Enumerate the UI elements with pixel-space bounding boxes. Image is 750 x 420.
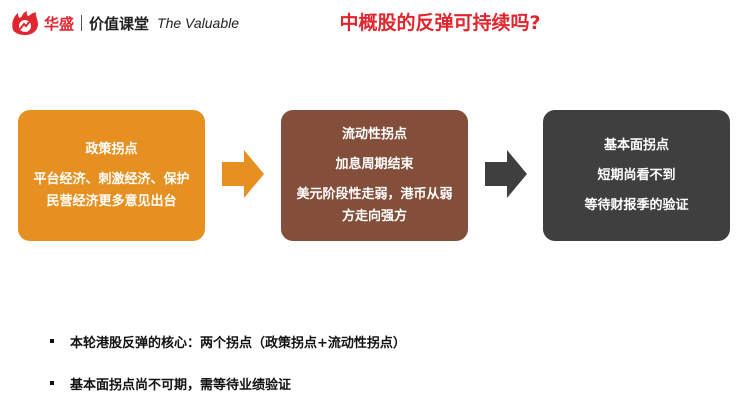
bullet-dot-icon: [50, 381, 54, 385]
bullet-item: 基本面拐点尚不可期，需等待业绩验证: [50, 373, 406, 393]
brand-name: 华盛: [44, 14, 75, 33]
page-title: 中概股的反弹可持续吗?: [339, 12, 541, 34]
brand-subname: 价值课堂: [89, 14, 150, 33]
fundamental-inflection-box: 基本面拐点 短期尚看不到 等待财报季的验证: [543, 110, 730, 241]
box-line: 等待财报季的验证: [584, 197, 689, 213]
arrow-right-icon: [485, 150, 527, 198]
bullet-text: 基本面拐点尚不可期，需等待业绩验证: [70, 377, 292, 393]
box-title: 流动性拐点: [341, 126, 407, 142]
bullet-dot-icon: [50, 339, 54, 343]
box-line: 平台经济、刺激经济、保护民营经济更多意见出台: [33, 171, 190, 209]
box-title: 政策拐点: [85, 141, 138, 157]
arrow-right-icon: [222, 150, 264, 198]
bullet-text: 本轮港股反弹的核心：两个拐点（政策拐点+流动性拐点）: [70, 335, 406, 351]
liquidity-inflection-box: 流动性拐点 加息周期结束 美元阶段性走弱，港币从弱方走向强方: [281, 110, 468, 241]
bullet-item: 本轮港股反弹的核心：两个拐点（政策拐点+流动性拐点）: [50, 331, 406, 351]
bullet-list: 本轮港股反弹的核心：两个拐点（政策拐点+流动性拐点） 基本面拐点尚不可期，需等待…: [50, 331, 406, 415]
logo: 华盛 价值课堂 The Valuable: [10, 8, 239, 38]
box-line: 加息周期结束: [335, 156, 414, 172]
box-line: 短期尚看不到: [597, 167, 676, 183]
flame-logo-icon: [12, 11, 39, 35]
policy-inflection-box: 政策拐点 平台经济、刺激经济、保护民营经济更多意见出台: [18, 110, 205, 241]
box-title: 基本面拐点: [603, 137, 669, 153]
tagline: The Valuable: [157, 15, 240, 31]
box-line: 美元阶段性走弱，港币从弱方走向强方: [296, 186, 453, 224]
divider: [81, 15, 83, 31]
